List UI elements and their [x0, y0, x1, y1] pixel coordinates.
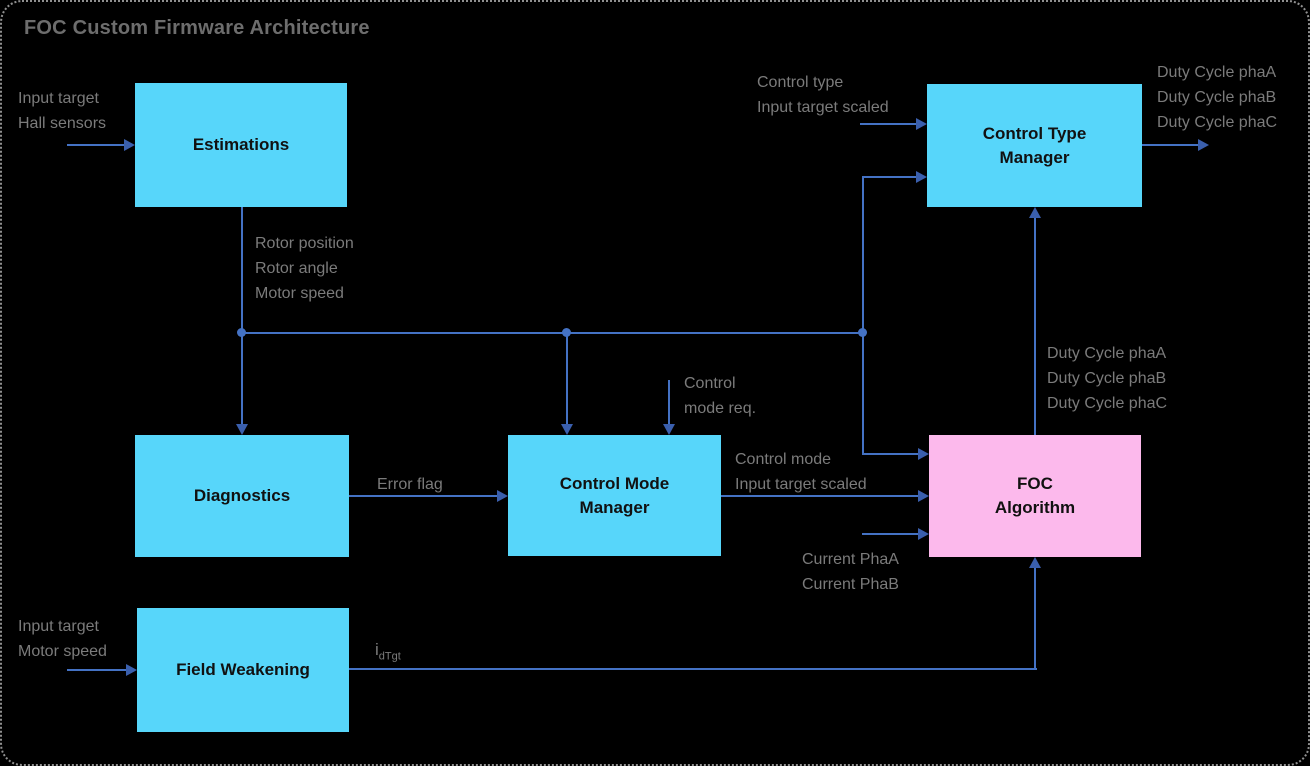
label-foc-duty-output: Duty Cycle phaA Duty Cycle phaB Duty Cyc…: [1047, 345, 1168, 412]
label-cmm-output: Control mode Input target scaled: [735, 451, 867, 493]
label-foc-current-input: Current PhaA Current PhaB: [802, 551, 899, 593]
node-foc-algorithm: FOC Algorithm: [929, 435, 1141, 557]
arrowhead-into-cmm-left: [497, 490, 508, 502]
node-diagnostics-label: Diagnostics: [193, 486, 291, 505]
arrowhead-ctm-output: [1198, 139, 1209, 151]
label-control-mode-request: Control mode req.: [684, 375, 757, 417]
label-estimations-input: Input target Hall sensors: [18, 90, 107, 132]
label-fw-input: Input target Motor speed: [18, 618, 107, 660]
arrowhead-into-control-mode-manager-top: [561, 424, 573, 435]
node-estimations-label: Estimations: [192, 135, 290, 154]
node-foc-algorithm-label-2: Algorithm: [994, 498, 1076, 517]
node-estimations: Estimations: [135, 83, 347, 207]
connector-bus-branch-vertical: [862, 176, 864, 455]
arrowhead-into-foc-3: [918, 528, 929, 540]
connector-branch-to-foc: [862, 453, 919, 455]
connector-current-input: [862, 533, 919, 535]
arrowhead-into-control-type-manager-1: [916, 118, 927, 130]
arrowhead-into-estimations: [124, 139, 135, 151]
connector-cmm-to-foc: [721, 495, 919, 497]
arrowhead-into-field-weakening: [126, 664, 137, 676]
connector-branch-to-control-type-manager: [862, 176, 917, 178]
node-field-weakening-label: Field Weakening: [176, 660, 310, 679]
node-diagnostics: Diagnostics: [135, 435, 349, 557]
label-fw-output-idtgt: idTgt: [375, 640, 401, 663]
node-foc-algorithm-label-1: FOC: [1017, 474, 1053, 493]
connector-control-type-input: [860, 123, 917, 125]
connector-foc-to-ctm: [1034, 218, 1036, 435]
label-error-flag: Error flag: [377, 476, 443, 493]
connector-field-weakening-output: [349, 668, 1037, 670]
connector-fw-up-to-foc: [1034, 568, 1036, 669]
node-control-mode-manager-label-2: Manager: [579, 497, 650, 517]
connector-input-to-estimations: [67, 144, 125, 146]
connector-control-mode-request: [668, 380, 670, 425]
node-control-type-manager: Control Type Manager: [927, 84, 1142, 207]
junction-dot-left: [237, 328, 246, 337]
node-field-weakening: Field Weakening: [137, 608, 349, 732]
arrowhead-control-mode-request: [663, 424, 675, 435]
arrowhead-into-diagnostics: [236, 424, 248, 435]
connector-diagnostics-to-cmm: [349, 495, 498, 497]
connector-estimations-bus: [241, 332, 863, 334]
arrowhead-into-foc-1: [918, 448, 929, 460]
connector-input-to-field-weakening: [67, 669, 127, 671]
arrowhead-into-foc-2: [918, 490, 929, 502]
node-control-type-manager-label-2: Manager: [999, 147, 1070, 167]
arrowhead-into-control-type-manager-2: [916, 171, 927, 183]
connector-bus-to-control-mode-manager: [566, 332, 568, 425]
arrowhead-into-ctm-bottom: [1029, 207, 1041, 218]
node-control-mode-manager: Control Mode Manager: [508, 435, 721, 556]
label-ctm-output: Duty Cycle phaA Duty Cycle phaB Duty Cyc…: [1157, 64, 1278, 131]
arrowhead-into-foc-bottom: [1029, 557, 1041, 568]
node-control-mode-manager-label-1: Control Mode: [559, 473, 670, 493]
node-control-type-manager-label-1: Control Type: [982, 123, 1087, 143]
label-ctm-input: Control type Input target scaled: [757, 74, 889, 116]
label-estimations-output: Rotor position Rotor angle Motor speed: [255, 235, 354, 302]
connector-control-type-manager-output: [1142, 144, 1199, 146]
connector-estimations-to-diagnostics: [241, 207, 243, 425]
diagram-title: FOC Custom Firmware Architecture: [24, 17, 370, 39]
